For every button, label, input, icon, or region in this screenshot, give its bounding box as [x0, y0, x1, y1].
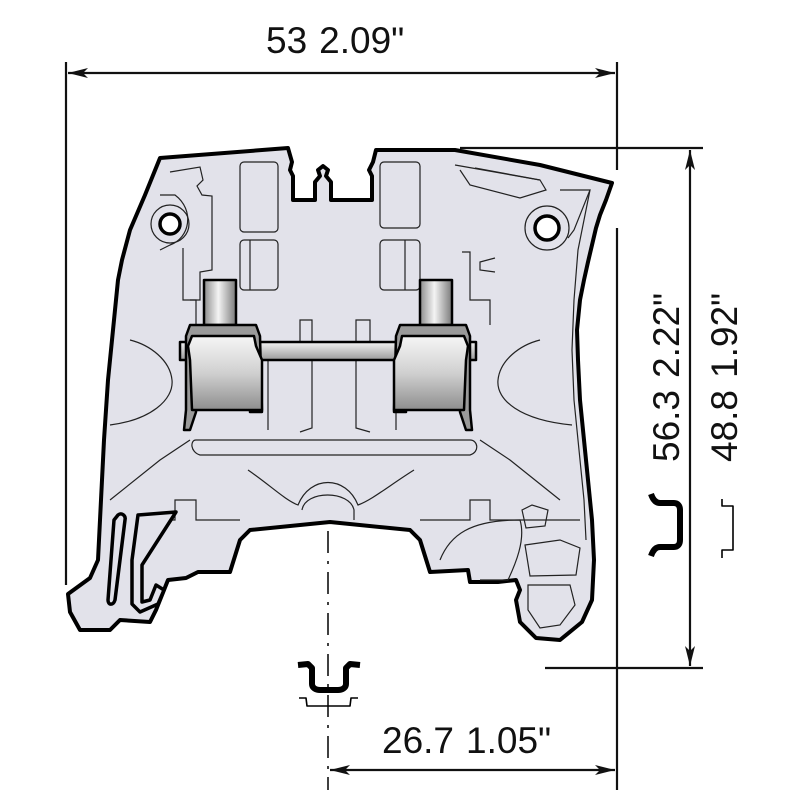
half-width-inch: 1.05"	[466, 720, 552, 761]
half-width-mm: 26.7	[382, 720, 455, 761]
height-alt-mm: 48.8	[704, 389, 745, 462]
dimension-label-width: 53 2.09"	[266, 22, 404, 59]
din-rail-symbol-right	[648, 492, 734, 558]
screw-right	[418, 278, 454, 327]
screw-left	[202, 278, 238, 327]
din-rail-35-bold-icon	[297, 661, 361, 693]
clamp-assembly	[178, 278, 478, 432]
clamp-body-left	[186, 334, 264, 412]
din-rail-15-thin-icon	[299, 697, 358, 707]
dimension-label-height-total: 56.3 2.22"	[646, 292, 687, 462]
terminal-block-body	[66, 146, 614, 642]
din-rail-35-bold-rotated-icon	[648, 492, 683, 558]
dimension-label-half-width: 26.7 1.05"	[382, 722, 551, 759]
height-total-inch: 2.22"	[646, 292, 687, 378]
din-rail-symbol-bottom	[297, 661, 361, 707]
din-rail-15-thin-rotated-icon	[721, 499, 734, 558]
dimension-lines	[64, 62, 703, 790]
height-alt-inch: 1.92"	[704, 292, 745, 378]
din-foot-left	[106, 510, 178, 614]
height-total-mm: 56.3	[646, 389, 687, 462]
mounting-hole-left	[158, 212, 182, 236]
mounting-holes	[158, 212, 561, 242]
width-mm: 53	[266, 20, 308, 61]
clamp-body-right	[392, 334, 470, 412]
inner-contours	[109, 161, 591, 629]
width-inch: 2.09"	[319, 20, 405, 61]
mounting-hole-right	[533, 214, 561, 242]
body-outline	[66, 146, 614, 642]
dimension-label-height-alt: 48.8 1.92"	[704, 292, 745, 462]
